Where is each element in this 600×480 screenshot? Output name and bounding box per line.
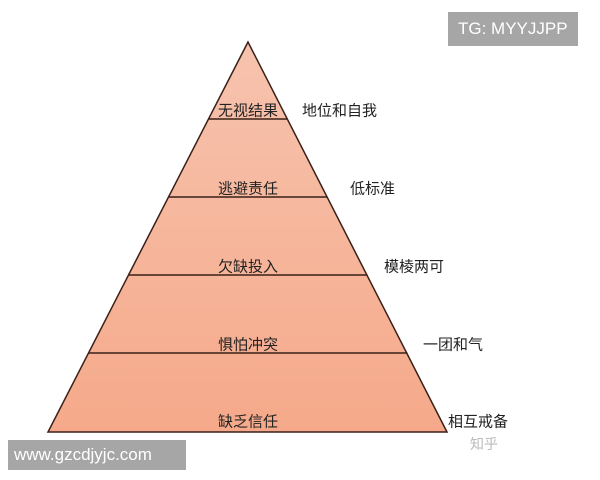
- level-label: 缺乏信任: [217, 412, 279, 431]
- level-note: 地位和自我: [302, 101, 378, 120]
- level-label: 欠缺投入: [217, 257, 279, 276]
- level-note: 模棱两可: [384, 257, 445, 276]
- level-note: 低标准: [350, 179, 396, 198]
- watermark-zhihu: 知乎: [470, 437, 498, 453]
- level-note: 相互戒备: [448, 412, 509, 431]
- level-label: 逃避责任: [217, 179, 279, 198]
- level-note: 一团和气: [423, 335, 484, 354]
- pyramid-shape: [46, 40, 449, 433]
- level-label: 惧怕冲突: [217, 335, 279, 354]
- watermark-bottom: www.gzcdjyjc.com: [8, 440, 186, 470]
- watermark-top: TG: MYYJJPP: [448, 12, 578, 46]
- level-label: 无视结果: [217, 101, 279, 120]
